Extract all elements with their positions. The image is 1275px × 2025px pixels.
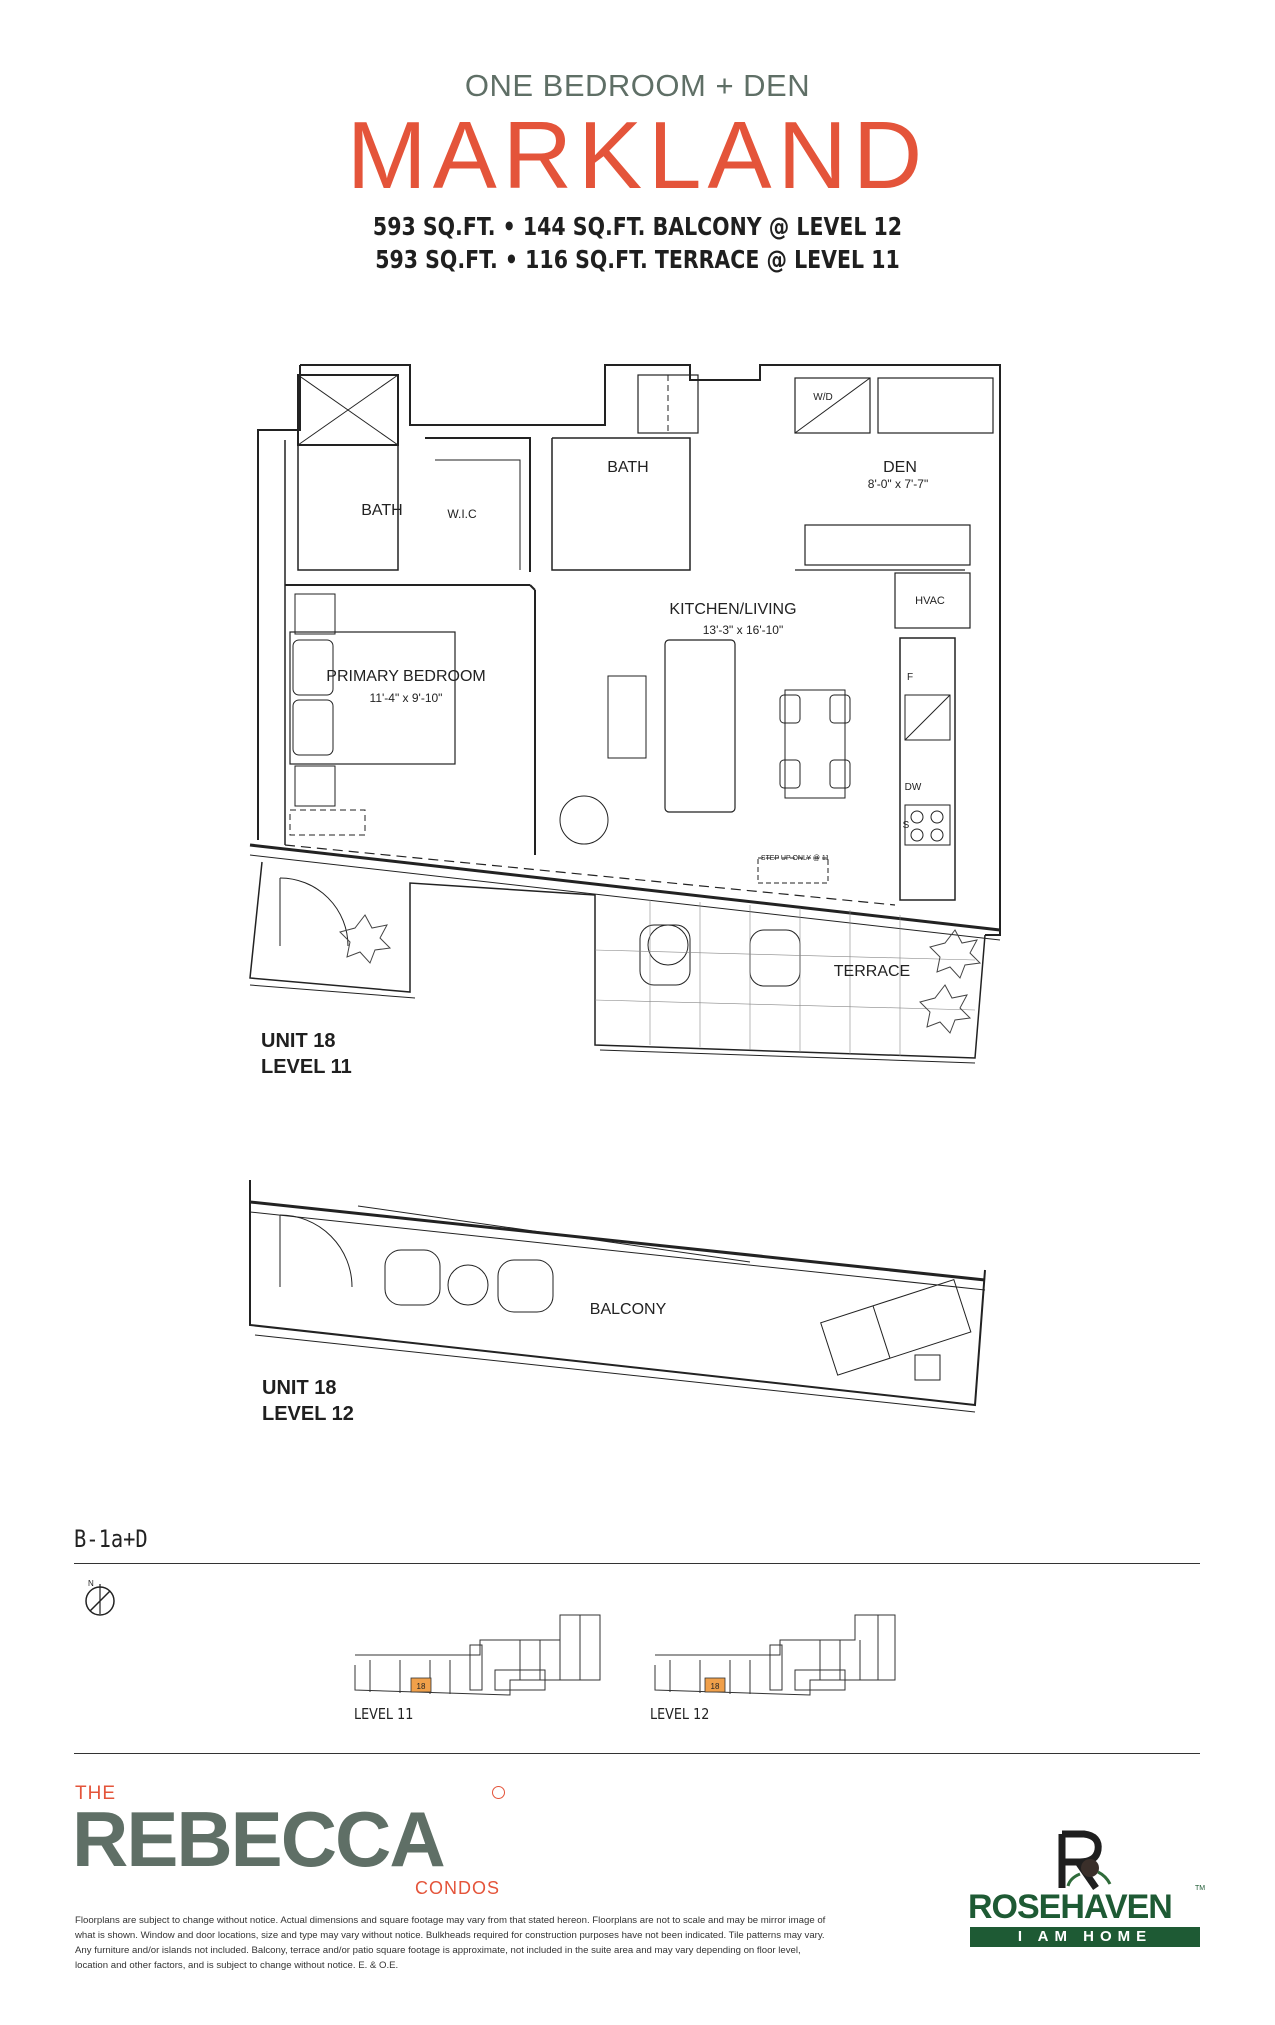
divider-top	[74, 1563, 1200, 1564]
room-size-kitchen-living: 13'-3" x 16'-10"	[703, 623, 783, 637]
appliance-stove: S	[903, 820, 910, 831]
room-label-hvac: HVAC	[915, 595, 945, 607]
unit-label-level-12: UNIT 18	[262, 1377, 337, 1399]
plan-subtitle: ONE BEDROOM + DEN	[464, 68, 811, 103]
step-up-note: STEP UP ONLY @ 11	[761, 855, 829, 862]
appliance-fridge: F	[907, 672, 913, 683]
room-label-bath-1: BATH	[361, 502, 402, 519]
disclaimer-text: Floorplans are subject to change without…	[75, 1915, 826, 1971]
level-label-12: LEVEL 12	[262, 1403, 354, 1425]
room-label-terrace: TERRACE	[834, 963, 910, 980]
appliance-dishwasher: DW	[905, 782, 922, 793]
plan-title: MARKLAND	[346, 102, 929, 209]
brand-circle-icon	[492, 1786, 505, 1799]
area-line-terrace: 593 SQ.FT. • 116 SQ.FT. TERRACE @ LEVEL …	[375, 245, 900, 274]
area-line-balcony: 593 SQ.FT. • 144 SQ.FT. BALCONY @ LEVEL …	[372, 212, 903, 241]
builder-tagline: I AM HOME	[970, 1927, 1200, 1947]
level-label-11: LEVEL 11	[261, 1056, 352, 1078]
brand-condos: CONDOS	[415, 1878, 501, 1898]
room-label-wd: W/D	[813, 392, 832, 403]
room-size-den: 8'-0" x 7'-7"	[868, 477, 928, 491]
suite-code: B-1a+D	[74, 1525, 148, 1553]
key-plan-label-12: LEVEL 12	[650, 1705, 710, 1723]
room-label-bath-2: BATH	[607, 459, 648, 476]
room-label-balcony: BALCONY	[590, 1301, 667, 1318]
room-label-primary-bedroom: PRIMARY BEDROOM	[326, 668, 485, 685]
compass-icon: N	[85, 1579, 115, 1616]
room-label-kitchen-living: KITCHEN/LIVING	[669, 601, 796, 618]
key-plan-level-12: 18	[654, 1614, 896, 1696]
svg-text:N: N	[88, 1579, 94, 1588]
divider-bottom	[74, 1753, 1200, 1754]
brand-the: THE	[75, 1783, 116, 1804]
key-plan-unit-11: 18	[417, 1682, 426, 1691]
builder-name: ROSEHAVEN	[968, 1888, 1173, 1926]
room-size-primary-bedroom: 11'-4" x 9'-10"	[370, 691, 443, 705]
key-plan-level-11: 18	[354, 1614, 601, 1696]
floorplan-level-12: BALCONY	[249, 1180, 986, 1413]
builder-trademark: TM	[1195, 1885, 1206, 1892]
key-plan-unit-12: 18	[711, 1682, 720, 1691]
floorplan-level-11: BATH W.I.C BATH W/D DEN 8'-0" x 7'-7" KI…	[249, 364, 1001, 1064]
brand-rebecca: REBECCA	[72, 1795, 446, 1883]
rosehaven-logo-icon	[1058, 1830, 1112, 1890]
unit-label-level-11: UNIT 18	[261, 1030, 336, 1052]
room-label-den: DEN	[883, 459, 917, 476]
key-plan-label-11: LEVEL 11	[354, 1705, 414, 1723]
room-label-wic: W.I.C	[447, 507, 477, 521]
